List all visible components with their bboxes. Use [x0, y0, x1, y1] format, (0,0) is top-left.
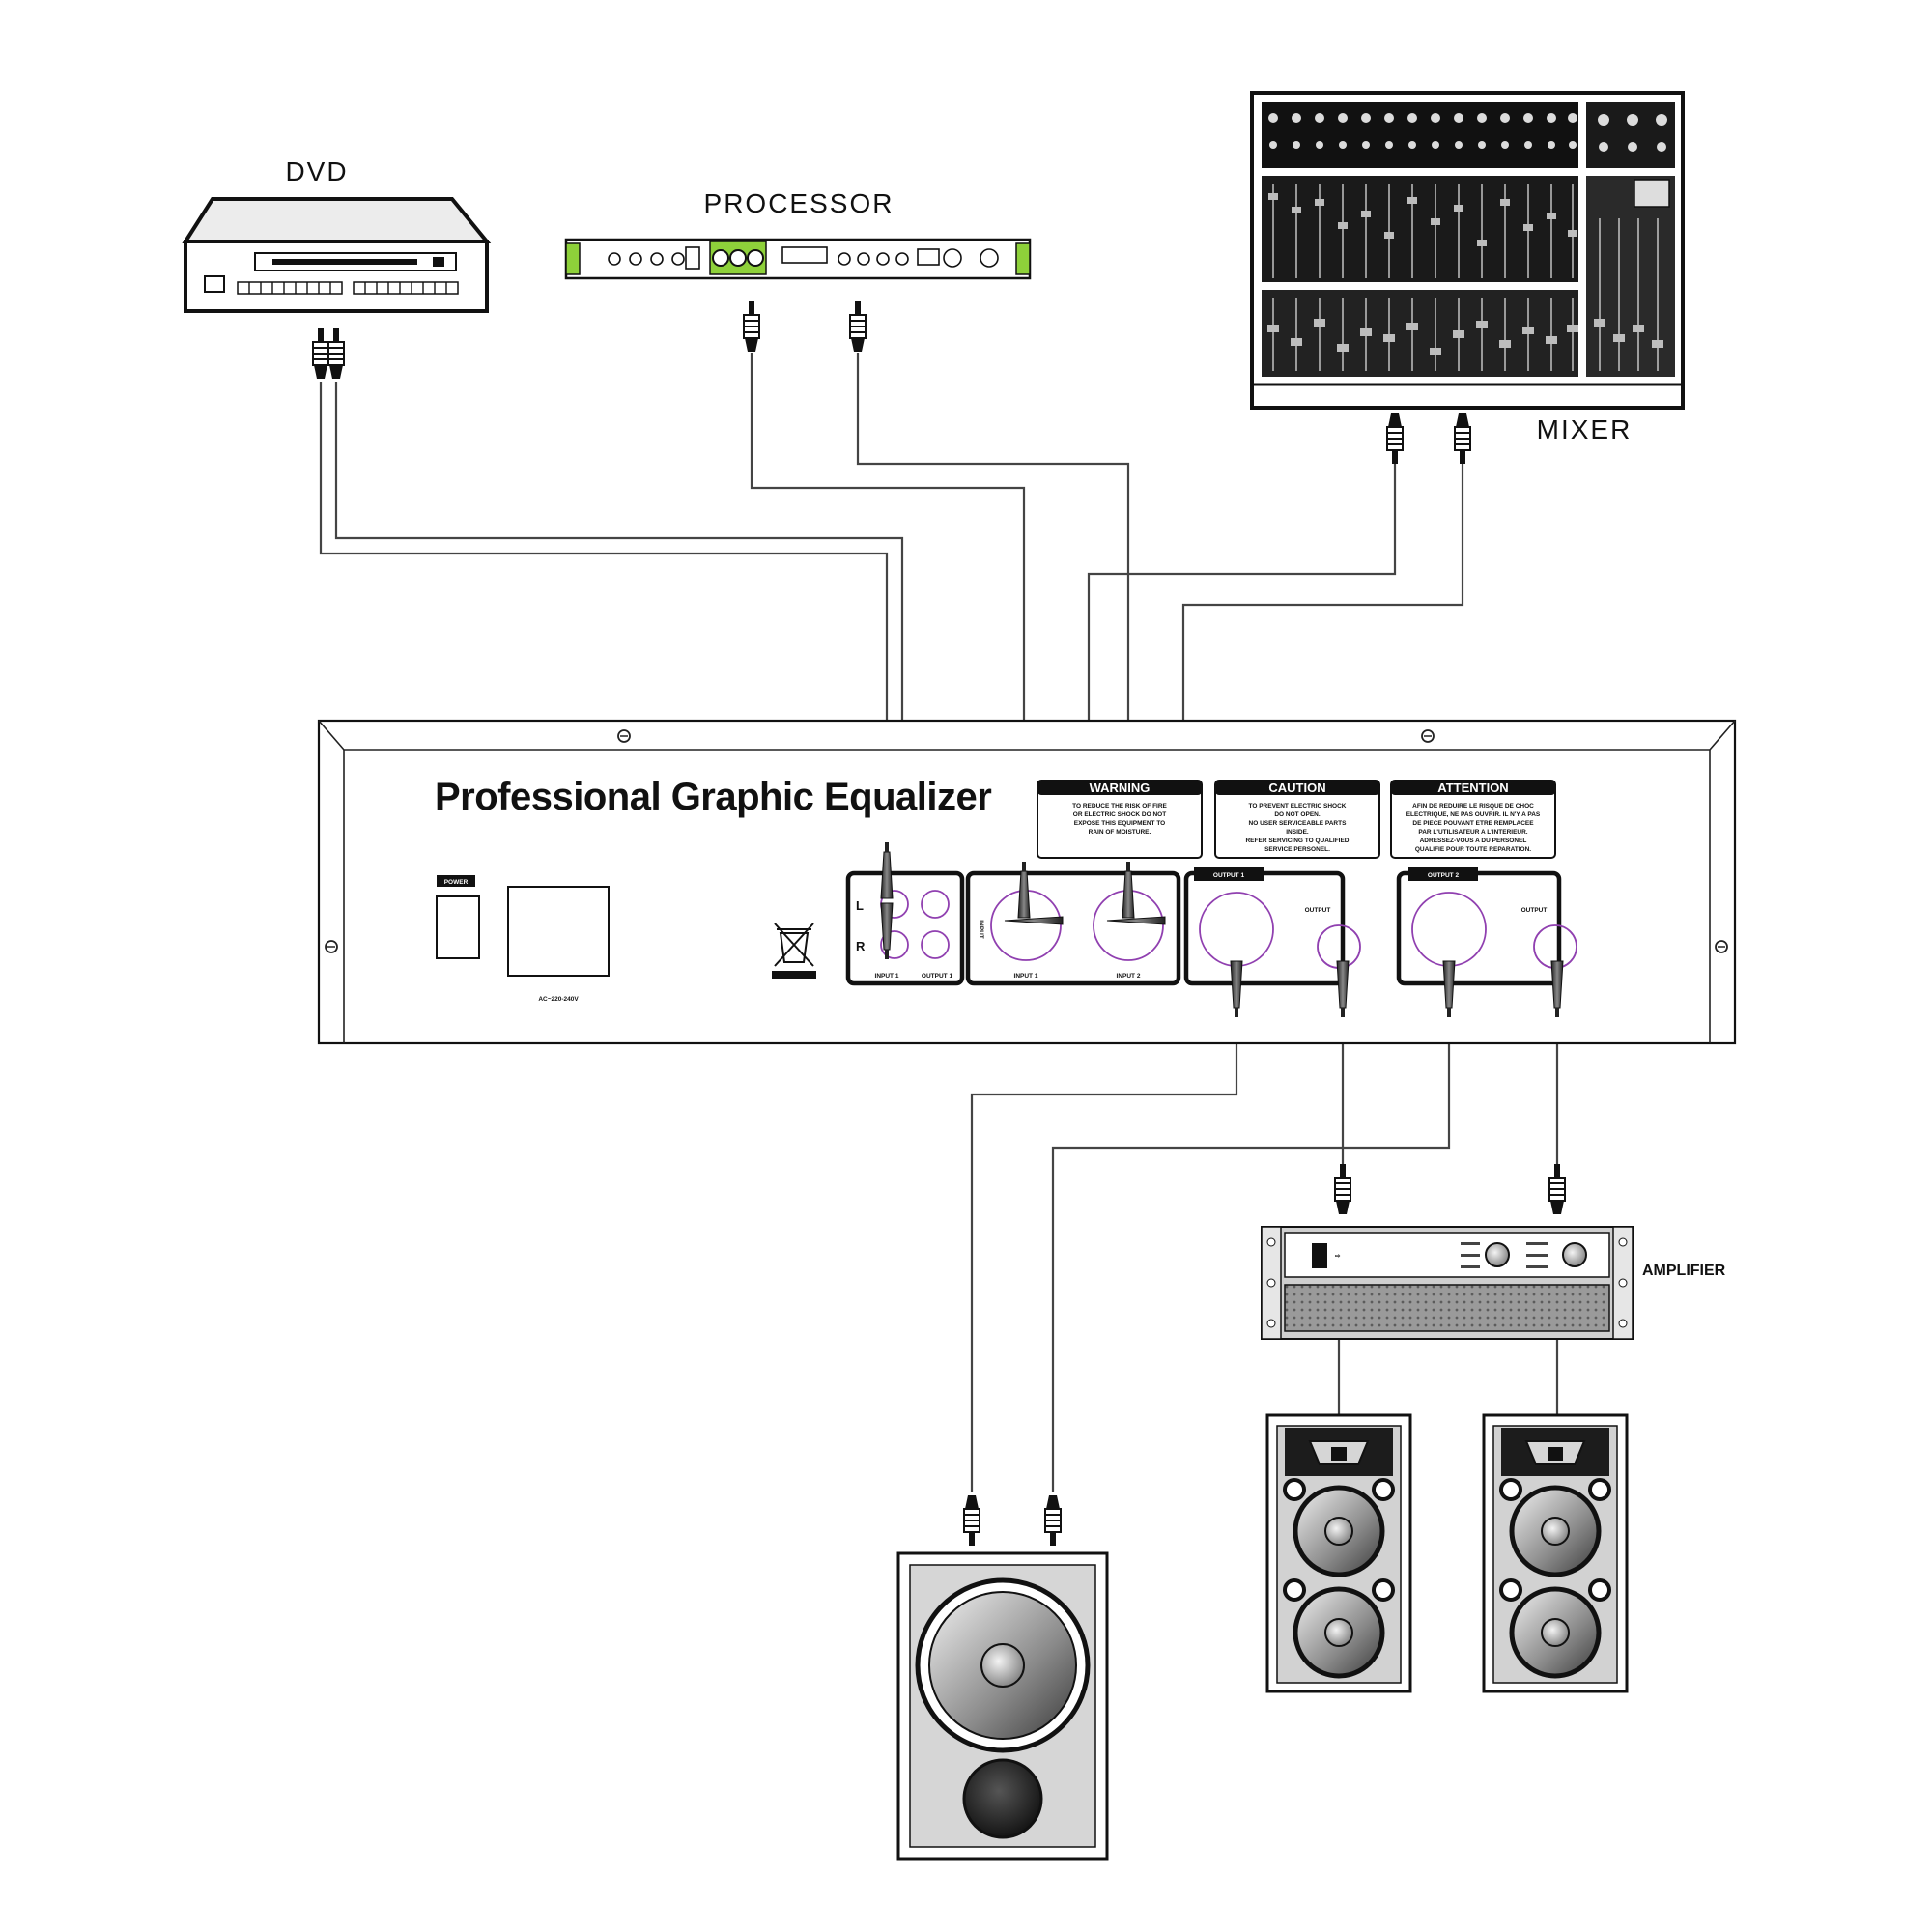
warning-line: OR ELECTRIC SHOCK DO NOT — [1073, 811, 1166, 818]
rca-input-label: INPUT 1 — [875, 973, 899, 980]
output-2-label: OUTPUT 2 — [1428, 872, 1460, 879]
power-label: POWER — [444, 879, 469, 886]
cable-processor-out1 — [750, 353, 1026, 860]
xlr-input-block: INPUT INPUT 1 INPUT 2 — [965, 870, 1181, 986]
cable-dvd-right — [334, 382, 904, 838]
xlr-side-label: INPUT — [978, 920, 984, 939]
output-1-label: OUTPUT 1 — [1213, 872, 1245, 879]
warning-label: WARNING TO REDUCE THE RISK OF FIRE OR EL… — [1037, 780, 1203, 859]
caution-line: SERVICE PERSONEL. — [1264, 846, 1330, 853]
xlr-input-1-label: INPUT 1 — [1014, 973, 1038, 980]
power-switch[interactable] — [436, 895, 480, 959]
ac-power-inlet — [507, 886, 610, 977]
rca-io-block: L R INPUT 1 OUTPUT 1 — [845, 870, 965, 986]
weee-recycle-icon — [772, 923, 816, 979]
channel-left-label: L — [856, 898, 864, 913]
output-2-block: OUTPUT 2 OUTPUT — [1396, 867, 1577, 986]
subwoofer-port — [962, 1758, 1043, 1839]
amplifier-label: AMPLIFIER — [1642, 1263, 1726, 1279]
panel-plugs — [880, 841, 1564, 1018]
xlr-input-2-label: INPUT 2 — [1117, 973, 1141, 980]
caution-line: INSIDE. — [1286, 829, 1309, 836]
rca-output-left-jack[interactable] — [921, 890, 950, 919]
speaker-right — [1482, 1413, 1629, 1693]
attention-line: PAR L'UTILISATEUR A L'INTERIEUR. — [1418, 829, 1527, 836]
subwoofer — [896, 1494, 1109, 1861]
rca-output-right-jack[interactable] — [921, 930, 950, 959]
caution-line: NO USER SERVICEABLE PARTS — [1249, 820, 1348, 827]
amp-vent-grille — [1284, 1284, 1610, 1332]
equalizer-title: Professional Graphic Equalizer — [435, 776, 991, 818]
output-2-small-label: OUTPUT — [1521, 907, 1548, 914]
attention-line: QUALIFIE POUR TOUTE REPARATION. — [1415, 846, 1531, 853]
processor-label: PROCESSOR — [704, 188, 895, 218]
rca-input-right-jack[interactable] — [880, 930, 909, 959]
mixer-label: MIXER — [1537, 414, 1633, 444]
warning-line: TO REDUCE THE RISK OF FIRE — [1072, 803, 1167, 810]
mixer-unit: MIXER — [1250, 91, 1685, 465]
output-1-small-label: OUTPUT — [1305, 907, 1331, 914]
amplifier-unit: ⇨ AMPLIFIER — [1261, 1163, 1726, 1340]
caution-line: TO PREVENT ELECTRIC SHOCK — [1248, 803, 1346, 810]
caution-line: REFER SERVICING TO QUALIFIED — [1245, 838, 1349, 844]
attention-label: ATTENTION AFIN DE REDUIRE LE RISQUE DE C… — [1390, 780, 1556, 859]
output-1-block: OUTPUT 1 OUTPUT — [1183, 867, 1361, 986]
equalizer-rear-panel: Professional Graphic Equalizer POWER AC~… — [317, 719, 1737, 1045]
amp-gain-knob-right[interactable] — [1562, 1242, 1587, 1267]
attention-line: AFIN DE REDUIRE LE RISQUE DE CHOC — [1412, 803, 1534, 810]
cable-processor-out2 — [856, 353, 1130, 860]
attention-title: ATTENTION — [1437, 781, 1508, 795]
attention-line: DE PIECE POUVANT ETRE REMPLACEE — [1412, 820, 1534, 827]
rca-output-label: OUTPUT 1 — [922, 973, 953, 980]
processor-unit: PROCESSOR — [564, 188, 1032, 353]
voltage-label: AC~220-240V — [538, 996, 579, 1003]
caution-label: CAUTION TO PREVENT ELECTRIC SHOCK DO NOT… — [1214, 780, 1380, 859]
speaker-left — [1265, 1413, 1412, 1693]
cables — [319, 353, 1559, 1492]
warning-line: RAIN OF MOISTURE. — [1089, 829, 1151, 836]
amp-arrow-icon: ⇨ — [1335, 1253, 1341, 1260]
warning-line: EXPOSE THIS EQUIPMENT TO — [1074, 820, 1166, 827]
warning-title: WARNING — [1090, 781, 1151, 795]
attention-line: ELECTRIQUE, NE PAS OUVRIR. IL N'Y A PAS — [1406, 811, 1541, 818]
caution-title: CAUTION — [1268, 781, 1325, 795]
amp-power-switch[interactable] — [1312, 1243, 1327, 1268]
channel-right-label: R — [856, 939, 866, 953]
cable-eq-out1-subwoofer — [970, 1019, 1238, 1492]
cable-dvd-left — [319, 382, 889, 838]
caution-line: DO NOT OPEN. — [1274, 811, 1321, 818]
amp-gain-knob-left[interactable] — [1485, 1242, 1510, 1267]
attention-line: ADRESSEZ-VOUS A DU PERSONEL — [1420, 838, 1527, 844]
dvd-player: DVD — [182, 156, 492, 380]
cable-eq-out2-subwoofer — [1051, 1019, 1451, 1492]
dvd-label: DVD — [285, 156, 348, 186]
